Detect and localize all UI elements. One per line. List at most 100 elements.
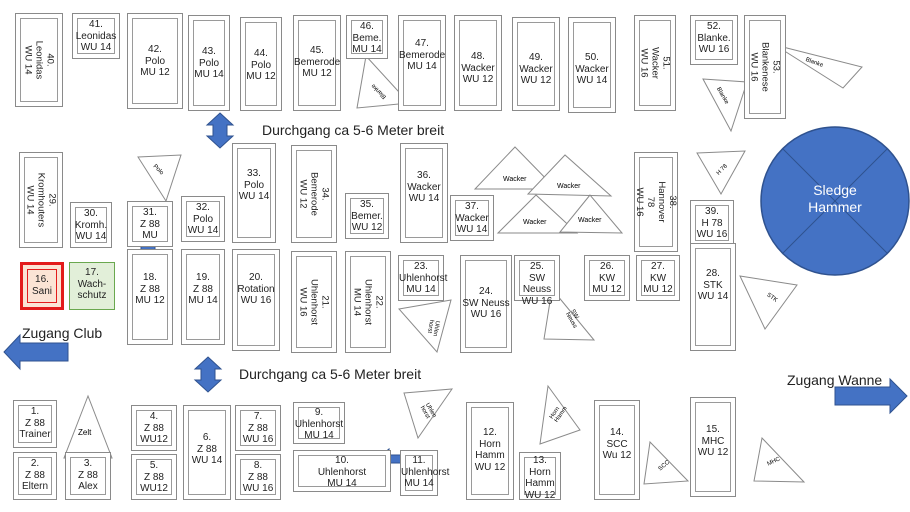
spot-14[interactable]: 14. SCC Wu 12 [594, 400, 640, 500]
tent-wacker-2 [526, 154, 613, 197]
tent-label-wacker-2: Wacker [557, 183, 581, 190]
spot-3[interactable]: 3. Z 88 Alex [65, 452, 111, 500]
spot-label: 45. Bemerode MU 12 [294, 45, 341, 79]
spot-label: 7. Z 88 WU 16 [242, 411, 274, 445]
spot-52[interactable]: 52. Blanke. WU 16 [690, 15, 738, 65]
spot-label: 50. Wacker WU 14 [575, 52, 609, 86]
spot-43[interactable]: 43. Polo MU 14 [188, 15, 230, 111]
spot-29[interactable]: 29. Kromhouters WU 14 [19, 152, 63, 248]
double-arrow-top-icon [205, 112, 235, 149]
spot-34[interactable]: 34. Bemerode WU 12 [291, 145, 337, 243]
spot-label: 40. Leonidas WU 14 [22, 40, 56, 80]
spot-label: 48. Wacker WU 12 [461, 51, 495, 85]
spot-40[interactable]: 40. Leonidas WU 14 [15, 13, 63, 107]
spot-label: 38. Hannover 78 WU 16 [634, 181, 678, 223]
spot-5[interactable]: 5. Z 88 WU12 [131, 454, 177, 500]
spot-label: 29. Kromhouters WU 14 [24, 172, 58, 228]
arrow-right-wanne-icon [834, 377, 908, 415]
spot-label: 42. Polo MU 12 [140, 44, 170, 78]
spot-11[interactable]: 11. Uhlenhorst MU 14 [400, 450, 449, 496]
spot-49[interactable]: 49. Wacker WU 12 [512, 17, 560, 111]
tent-wacker-4 [558, 194, 624, 234]
spot-label: 4. Z 88 WU12 [140, 411, 168, 445]
tent-label-zelt: Zelt [78, 428, 92, 437]
spot-37[interactable]: 37. Wacker WU 14 [450, 195, 494, 241]
spot-label: 49. Wacker WU 12 [519, 52, 553, 86]
spot-24[interactable]: 24. SW Neuss WU 16 [460, 255, 512, 353]
durchgang-bottom-label: Durchgang ca 5-6 Meter breit [239, 366, 422, 382]
spot-label: 22. Uhlenhorst MU 14 [351, 279, 385, 325]
spot-19[interactable]: 19. Z 88 MU 14 [181, 249, 225, 345]
spot-label: 8. Z 88 WU 16 [242, 460, 274, 494]
spot-22[interactable]: 22. Uhlenhorst MU 14 [345, 251, 391, 353]
spot-53[interactable]: 53. Blankenese WU 16 [744, 15, 786, 119]
spot-46[interactable]: 46. Beme. MU 14 [346, 15, 388, 59]
zugang-wanne-label: Zugang Wanne [787, 372, 883, 388]
tent-blanke-3 [356, 54, 411, 109]
spot-41[interactable]: 41. Leonidas WU 14 [72, 13, 120, 59]
spot-42[interactable]: 42. Polo MU 12 [127, 13, 183, 109]
spot-30[interactable]: 30. Kromh. WU 14 [70, 202, 112, 248]
spot-label: 33. Polo WU 14 [238, 168, 270, 202]
tent-uhlenhorst-1 [398, 299, 452, 354]
spot-label: 28. STK WU 14 [697, 268, 729, 302]
spot-50[interactable]: 50. Wacker WU 14 [568, 17, 616, 113]
spot-39[interactable]: 39. H 78 WU 16 [690, 200, 734, 246]
spot-31[interactable]: 31. Z 88 MU [127, 201, 173, 247]
spot-35[interactable]: 35. Bemer. WU 12 [345, 193, 389, 239]
spot-label: 17. Wach- schutz [77, 267, 107, 301]
spot-27[interactable]: 27. KW MU 12 [636, 255, 680, 301]
spot-16-sani[interactable]: 16. Sani [20, 262, 64, 310]
spot-label: 32. Polo WU 14 [187, 202, 219, 236]
spot-label: 15. MHC WU 12 [697, 424, 729, 458]
arrow-left-club-icon [3, 333, 69, 371]
spot-20[interactable]: 20. Rotation WU 16 [232, 249, 280, 351]
spot-28[interactable]: 28. STK WU 14 [690, 243, 736, 351]
spot-label: 2. Z 88 Eltern [21, 458, 49, 492]
spot-21[interactable]: 21. Uhlenhorst WU 16 [291, 251, 337, 353]
spot-13[interactable]: 13. Horn Hamm WU 12 [519, 452, 561, 501]
spot-label: 19. Z 88 MU 14 [188, 272, 218, 306]
tent-h78 [696, 150, 746, 196]
spot-label: 1. Z 88 Trainer [19, 406, 51, 440]
spot-1[interactable]: 1. Z 88 Trainer [13, 400, 57, 448]
spot-18[interactable]: 18. Z 88 MU 12 [127, 249, 173, 345]
spot-label: 10. Uhlenhorst MU 14 [317, 455, 367, 489]
spot-33[interactable]: 33. Polo WU 14 [232, 143, 276, 243]
tent-hornhamm [539, 384, 581, 445]
spot-23[interactable]: 23. Uhlenhorst MU 14 [398, 255, 447, 301]
spot-label: 44. Polo MU 12 [246, 48, 276, 82]
spot-45[interactable]: 45. Bemerode MU 12 [293, 15, 341, 111]
spot-4[interactable]: 4. Z 88 WU12 [131, 405, 177, 451]
tent-uhlenhorst-2 [403, 388, 454, 440]
spot-51[interactable]: 51. Wacker WU 16 [634, 15, 676, 111]
spot-44[interactable]: 44. Polo MU 12 [240, 17, 282, 111]
spot-38[interactable]: 38. Hannover 78 WU 16 [634, 152, 678, 252]
spot-10[interactable]: 10. Uhlenhorst MU 14 [293, 450, 391, 492]
spot-32[interactable]: 32. Polo WU 14 [181, 196, 225, 242]
spot-label: 43. Polo MU 14 [194, 46, 224, 80]
zugang-club-label: Zugang Club [22, 325, 103, 341]
spot-label: 3. Z 88 Alex [77, 458, 98, 492]
spot-26[interactable]: 26. KW MU 12 [584, 255, 630, 301]
spot-7[interactable]: 7. Z 88 WU 16 [235, 405, 281, 451]
spot-label: 35. Bemer. WU 12 [351, 199, 383, 233]
spot-36[interactable]: 36. Wacker WU 14 [400, 143, 448, 243]
spot-label: 53. Blankenese WU 16 [748, 42, 782, 92]
spot-label: 47. Bemerode MU 14 [399, 38, 446, 72]
spot-48[interactable]: 48. Wacker WU 12 [454, 15, 502, 111]
spot-2[interactable]: 2. Z 88 Eltern [13, 452, 57, 500]
spot-12[interactable]: 12. Horn Hamm WU 12 [466, 402, 514, 500]
spot-6[interactable]: 6. Z 88 WU 14 [183, 405, 231, 500]
spot-9[interactable]: 9. Uhlenhorst MU 14 [293, 402, 345, 444]
tent-polo [137, 154, 182, 203]
spot-25[interactable]: 25. SW Neuss WU 16 [514, 255, 560, 307]
tent-label-wacker-1: Wacker [503, 176, 527, 183]
tent-blanke-2 [702, 78, 748, 133]
spot-15[interactable]: 15. MHC WU 12 [690, 397, 736, 497]
spot-8[interactable]: 8. Z 88 WU 16 [235, 454, 281, 500]
spot-17-wachschutz[interactable]: 17. Wach- schutz [69, 262, 115, 310]
spot-47[interactable]: 47. Bemerode MU 14 [398, 15, 446, 111]
spot-label: 16. Sani [31, 274, 52, 297]
